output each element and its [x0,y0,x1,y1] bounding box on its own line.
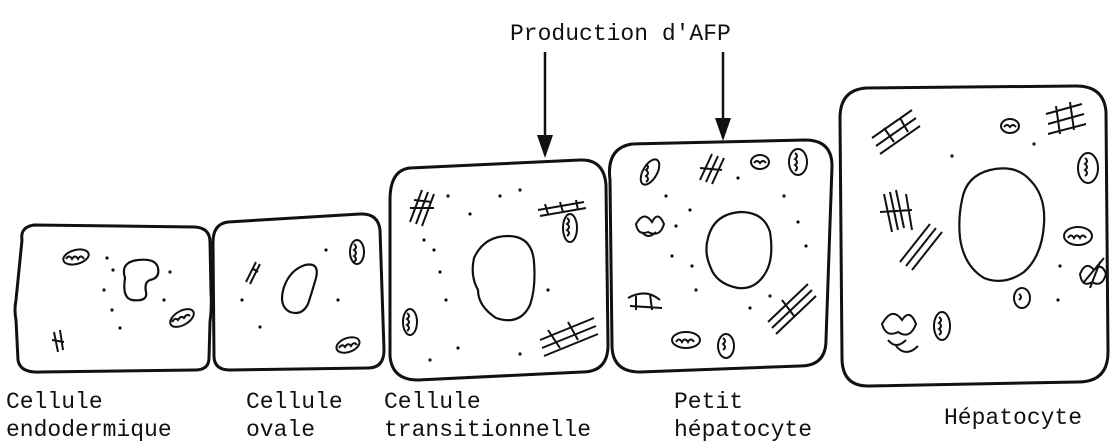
label-line-1: Cellule [6,389,103,415]
mitochondrion-icon [62,247,91,267]
mitochondrion-icon [350,240,364,264]
endoplasmic-reticulum-icon [900,224,942,270]
nucleus [473,236,535,320]
cell-label-hepatocyte: Hépatocyte [944,405,1082,431]
mitochondrion-icon [334,334,361,355]
cell-hepatocyte [840,86,1108,386]
endoplasmic-reticulum-icon [246,262,260,284]
endoplasmic-reticulum-icon [880,190,912,232]
cell-petit-hepatocyte [609,140,832,372]
endoplasmic-reticulum-icon [700,154,724,184]
endoplasmic-reticulum-icon [410,190,434,226]
mitochondrion-icon [789,149,807,175]
endoplasmic-reticulum-icon [540,318,598,356]
cytoplasm-granules [422,188,549,361]
label-line-1: Cellule [384,389,481,415]
mitochondrion-icon [167,305,197,330]
endoplasmic-reticulum-icon [52,330,64,352]
cell-label-endodermique: Cellule endodermique [6,389,172,443]
label-line-2: ovale [246,417,315,443]
endoplasmic-reticulum-icon [628,293,662,310]
cell-endodermique [15,225,211,372]
mitochondrion-icon [403,309,417,335]
golgi-icon [1080,258,1106,288]
label-line-1: Cellule [246,389,343,415]
nucleus [282,265,317,313]
cell-transitionnelle [390,160,608,380]
endoplasmic-reticulum-icon [1046,102,1086,134]
label-line-1: Petit [674,389,743,415]
label-line-1: Hépatocyte [944,405,1082,431]
cell-label-transitionnelle: Cellule transitionnelle [384,389,591,443]
endoplasmic-reticulum-icon [768,284,816,334]
mitochondrion-icon [1001,119,1019,133]
cell-ovale [213,214,384,370]
mitochondrion-icon [637,156,663,187]
cell-label-ovale: Cellule ovale [246,389,343,443]
golgi-icon [882,314,918,352]
label-line-2: endodermique [6,417,172,443]
label-line-2: hépatocyte [674,417,812,443]
mitochondrion-icon [751,155,769,169]
mitochondrion-icon [672,332,700,348]
mitochondrion-icon [1078,153,1098,183]
arrowhead-icon [715,118,731,141]
cytoplasm-granules [240,248,339,328]
golgi-icon [636,216,664,236]
mitochondrion-icon [934,312,950,340]
cytoplasm-granules [102,256,171,329]
nucleus [124,260,158,301]
nucleus [706,212,771,288]
mitochondrion-icon [1064,227,1092,245]
label-line-2: transitionnelle [384,417,591,443]
endoplasmic-reticulum-icon [872,110,920,154]
mitochondrion-icon [563,214,577,242]
cytoplasm-granules [664,176,807,309]
arrowhead-icon [537,135,553,158]
afp-annotation-label: Production d'AFP [510,21,731,47]
nucleus [959,168,1044,281]
endoplasmic-reticulum-icon [538,200,586,216]
cell-label-petit-hepatocyte: Petit hépatocyte [674,389,812,443]
mitochondrion-icon [718,334,734,358]
mitochondrion-icon [1014,288,1030,308]
